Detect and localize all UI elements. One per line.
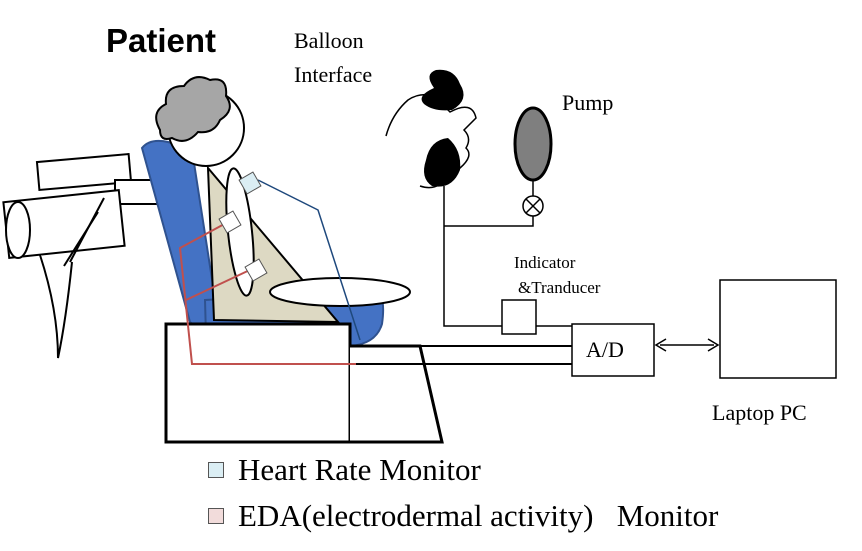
eda-wire-1 [178,221,356,365]
laptop-pc-box [719,279,837,379]
valve-icon [522,195,544,217]
double-arrow-icon [654,338,720,352]
pump-label: Pump [562,90,614,115]
pump-bulb [513,106,553,182]
patient-hair [155,76,231,142]
balloon-label-line2: Interface [294,62,373,87]
eda-sensor-2 [244,258,268,282]
heart-rate-sensor [238,171,262,195]
ad-converter-box [571,323,655,377]
camera-icon [2,152,158,359]
heart-rate-swatch [208,462,224,478]
patient-arm [225,167,255,297]
tube-pump [444,216,534,227]
legend-label-eda: EDA(electrodermal activity) Monitor [238,498,719,533]
laptop-label: Laptop PC [712,400,807,425]
balloon-label-line1: Balloon [294,28,364,53]
legend-item-heart-rate: Heart Rate Monitor [208,452,481,488]
base-box [164,322,352,444]
eda-wire-2 [185,267,255,301]
patient-label: Patient [106,22,217,59]
eda-swatch [208,508,224,524]
legend-item-eda: EDA(electrodermal activity) Monitor [208,498,718,534]
indicator-label-line1: Indicator [514,253,576,272]
indicator-label-line2: &Tranducer [518,278,601,297]
heart-rate-wire [257,179,361,341]
ad-label: A/D [586,337,624,362]
balloon-interface-icon [385,69,477,189]
tube-balloon [443,186,502,327]
eda-sensor-1 [218,210,242,234]
indicator-transducer-box [501,299,537,335]
footrest [350,344,444,444]
legend-label-heart-rate: Heart Rate Monitor [238,452,481,487]
patient-thigh [269,277,411,307]
